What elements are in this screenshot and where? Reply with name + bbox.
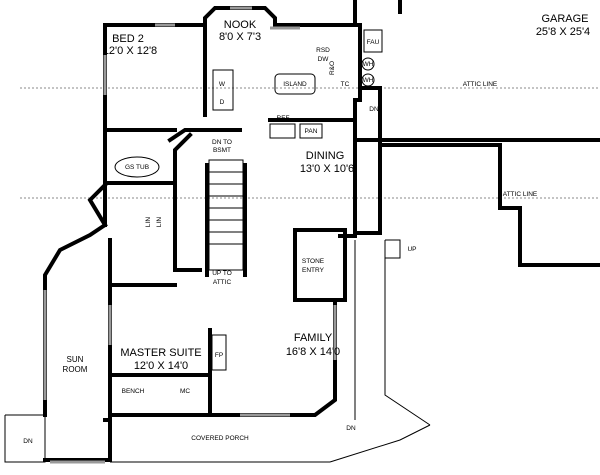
room-size-dining: 13'0 X 10'6 bbox=[300, 163, 354, 175]
pantry bbox=[299, 123, 323, 139]
mc-label: MC bbox=[180, 388, 190, 395]
water-heater-1 bbox=[361, 57, 375, 71]
water-heater-2 bbox=[361, 73, 375, 87]
room-size-garage: 25'8 X 25'4 bbox=[536, 26, 590, 38]
up-entry: UP bbox=[407, 246, 416, 253]
fp-label: FP bbox=[215, 352, 223, 359]
washer-label: W bbox=[219, 81, 226, 88]
island bbox=[274, 73, 316, 95]
fireplace bbox=[211, 334, 227, 371]
attic-line-label-2: ATTIC LINE bbox=[503, 191, 538, 198]
room-size-family: 16'8 X 14'0 bbox=[286, 346, 340, 358]
covered-porch-label: COVERED PORCH bbox=[191, 435, 249, 442]
ref-label: REF bbox=[277, 115, 290, 122]
room-name-master: MASTER SUITE bbox=[120, 347, 201, 359]
lin2-label: LIN bbox=[156, 217, 163, 227]
attic-line-label-1: ATTIC LINE bbox=[463, 81, 498, 88]
wh2-label: WH bbox=[363, 77, 374, 84]
dw-label: DW bbox=[318, 56, 330, 63]
island-label: ISLAND bbox=[283, 81, 307, 88]
room-name-sun-2: ROOM bbox=[63, 365, 88, 374]
pan-label: PAN bbox=[305, 128, 318, 135]
tc-label: TC bbox=[341, 81, 350, 88]
room-size-master: 12'0 X 14'0 bbox=[134, 360, 188, 372]
room-size-nook: 8'0 X 7'3 bbox=[219, 31, 261, 43]
fau-label: FAU bbox=[367, 39, 380, 46]
dryer-label: D bbox=[220, 99, 225, 106]
dn-porch: DN bbox=[346, 425, 356, 432]
room-name-bed2: BED 2 bbox=[112, 33, 144, 45]
up-attic-1: UP TO bbox=[212, 270, 232, 277]
windows bbox=[43, 6, 337, 464]
refrigerator bbox=[269, 123, 296, 139]
dn-bsmt-1: DN TO bbox=[212, 139, 232, 146]
gs-tub-label: GS TUB bbox=[125, 164, 149, 171]
ro-label: R&O bbox=[329, 61, 336, 75]
furnace bbox=[363, 29, 383, 53]
washer-dryer bbox=[212, 69, 234, 111]
room-name-sun-1: SUN bbox=[67, 355, 84, 364]
stairs bbox=[208, 159, 244, 271]
lin1-label: LIN bbox=[145, 217, 152, 227]
dn-sun: DN bbox=[23, 438, 33, 445]
porch-outline bbox=[4, 239, 431, 463]
dn-garage: DN bbox=[369, 106, 379, 113]
dn-bsmt-2: BSMT bbox=[213, 147, 231, 154]
wh1-label: WH bbox=[363, 61, 374, 68]
bench-label: BENCH bbox=[122, 388, 145, 395]
up-attic-2: ATTIC bbox=[213, 279, 232, 286]
rsd-label: RSD bbox=[316, 47, 330, 54]
stone-entry-1: STONE bbox=[302, 258, 325, 265]
stone-entry-2: ENTRY bbox=[302, 267, 325, 274]
room-name-dining: DINING bbox=[306, 150, 345, 162]
garden-tub bbox=[114, 156, 160, 178]
fixtures bbox=[114, 29, 383, 371]
room-name-garage: GARAGE bbox=[541, 13, 588, 25]
room-name-family: FAMILY bbox=[294, 332, 333, 344]
room-name-nook: NOOK bbox=[224, 19, 257, 31]
room-size-bed2: 12'0 X 12'8 bbox=[103, 45, 157, 57]
